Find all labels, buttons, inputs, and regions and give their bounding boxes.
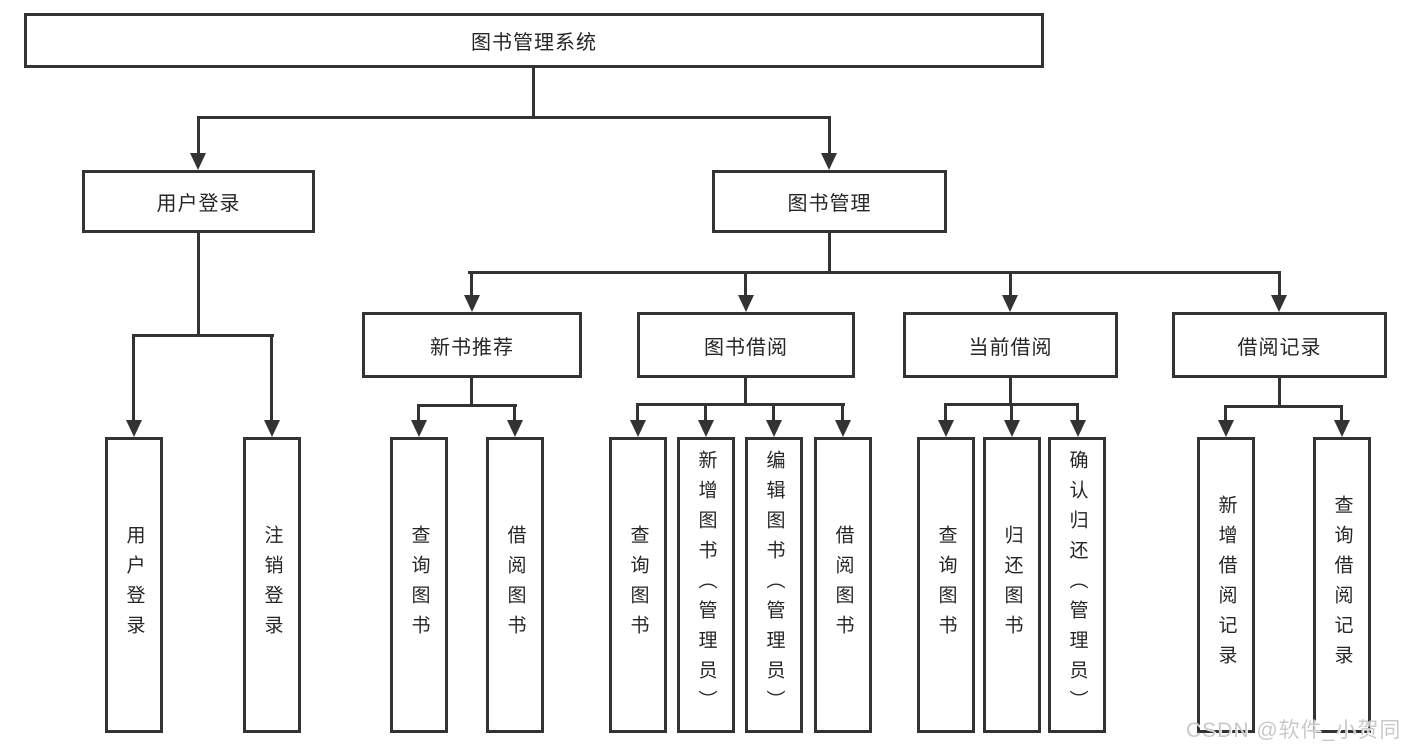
line bbox=[828, 116, 831, 154]
leaf-bb-query-books: 查询图书 bbox=[609, 437, 667, 733]
arrow-down-icon bbox=[938, 420, 954, 437]
line bbox=[468, 271, 1281, 274]
line bbox=[532, 68, 535, 118]
arrow-down-icon bbox=[1218, 420, 1234, 437]
leaf-label: 确认归还（管理员） bbox=[1066, 450, 1088, 720]
arrow-down-icon bbox=[464, 295, 480, 312]
line bbox=[132, 334, 135, 422]
line bbox=[417, 404, 517, 407]
leaf-nb-query-books: 查询图书 bbox=[390, 437, 448, 733]
node-label: 新书推荐 bbox=[430, 336, 514, 359]
arrow-down-icon bbox=[630, 420, 646, 437]
leaf-nb-borrow-books: 借阅图书 bbox=[486, 437, 544, 733]
line bbox=[1278, 271, 1281, 297]
line bbox=[1278, 376, 1281, 408]
line bbox=[197, 116, 831, 119]
arrow-down-icon bbox=[1334, 420, 1350, 437]
line bbox=[636, 403, 639, 422]
arrow-down-icon bbox=[738, 295, 754, 312]
node-new-book-recommend: 新书推荐 bbox=[362, 312, 582, 378]
line bbox=[470, 271, 473, 297]
leaf-label: 新增借阅记录 bbox=[1215, 495, 1237, 675]
node-current-borrow: 当前借阅 bbox=[903, 312, 1118, 378]
arrow-down-icon bbox=[411, 420, 427, 437]
line bbox=[1076, 403, 1079, 422]
arrow-down-icon bbox=[698, 420, 714, 437]
line bbox=[1224, 405, 1342, 408]
line bbox=[704, 403, 707, 422]
line bbox=[1340, 405, 1343, 422]
leaf-label: 查询图书 bbox=[627, 525, 649, 645]
node-label: 图书管理 bbox=[787, 193, 872, 215]
csdn-watermark: CSDN @软件_小贺同学 bbox=[1186, 719, 1402, 742]
leaf-label: 查询借阅记录 bbox=[1331, 495, 1353, 675]
leaf-bb-add-books-admin: 新增图书（管理员） bbox=[677, 437, 735, 733]
arrow-down-icon bbox=[1271, 295, 1287, 312]
leaf-logout: 注销登录 bbox=[243, 437, 301, 733]
leaf-cb-query-books: 查询图书 bbox=[917, 437, 975, 733]
leaf-cb-confirm-return-admin: 确认归还（管理员） bbox=[1048, 437, 1106, 733]
arrow-down-icon bbox=[1070, 420, 1086, 437]
arrow-down-icon bbox=[835, 420, 851, 437]
line bbox=[744, 271, 747, 297]
arrow-down-icon bbox=[126, 420, 142, 437]
line bbox=[197, 116, 200, 154]
arrow-down-icon bbox=[264, 420, 280, 437]
arrow-down-icon bbox=[190, 153, 206, 170]
leaf-user-login: 用户登录 bbox=[105, 437, 163, 733]
line bbox=[636, 403, 845, 406]
line bbox=[1010, 403, 1013, 422]
line bbox=[744, 376, 747, 406]
line bbox=[197, 233, 200, 337]
leaf-label: 新增图书（管理员） bbox=[695, 450, 717, 720]
leaf-br-query-record: 查询借阅记录 bbox=[1313, 437, 1371, 733]
node-borrow-records: 借阅记录 bbox=[1172, 312, 1387, 378]
node-label: 用户登录 bbox=[156, 193, 241, 215]
leaf-bb-edit-books-admin: 编辑图书（管理员） bbox=[745, 437, 803, 733]
arrow-down-icon bbox=[821, 153, 837, 170]
line bbox=[270, 334, 273, 422]
line bbox=[470, 376, 473, 407]
leaf-cb-return-books: 归还图书 bbox=[983, 437, 1041, 733]
node-label: 当前借阅 bbox=[968, 336, 1053, 359]
line bbox=[828, 233, 831, 274]
node-book-management: 图书管理 bbox=[712, 170, 947, 233]
leaf-label: 注销登录 bbox=[261, 525, 283, 645]
line bbox=[841, 403, 844, 422]
arrow-down-icon bbox=[507, 420, 523, 437]
node-label: 借阅记录 bbox=[1237, 336, 1322, 359]
node-book-borrow: 图书借阅 bbox=[637, 312, 855, 378]
line bbox=[772, 403, 775, 422]
arrow-down-icon bbox=[766, 420, 782, 437]
line bbox=[1224, 405, 1227, 422]
line bbox=[1009, 271, 1012, 297]
leaf-label: 借阅图书 bbox=[832, 525, 854, 645]
line bbox=[132, 334, 274, 337]
node-label: 图书管理系统 bbox=[471, 32, 597, 54]
line bbox=[417, 404, 420, 422]
node-user-login: 用户登录 bbox=[82, 170, 315, 233]
node-label: 图书借阅 bbox=[704, 336, 788, 359]
arrow-down-icon bbox=[1004, 420, 1020, 437]
leaf-label: 查询图书 bbox=[408, 525, 430, 645]
leaf-label: 编辑图书（管理员） bbox=[763, 450, 785, 720]
line bbox=[944, 403, 947, 422]
leaf-bb-borrow-books: 借阅图书 bbox=[814, 437, 872, 733]
node-root-system: 图书管理系统 bbox=[24, 13, 1044, 68]
leaf-label: 借阅图书 bbox=[504, 525, 526, 645]
leaf-label: 用户登录 bbox=[123, 525, 145, 645]
leaf-label: 归还图书 bbox=[1001, 525, 1023, 645]
line bbox=[513, 404, 516, 422]
arrow-down-icon bbox=[1002, 295, 1018, 312]
leaf-br-add-record: 新增借阅记录 bbox=[1197, 437, 1255, 733]
leaf-label: 查询图书 bbox=[935, 525, 957, 645]
line bbox=[1009, 376, 1012, 406]
